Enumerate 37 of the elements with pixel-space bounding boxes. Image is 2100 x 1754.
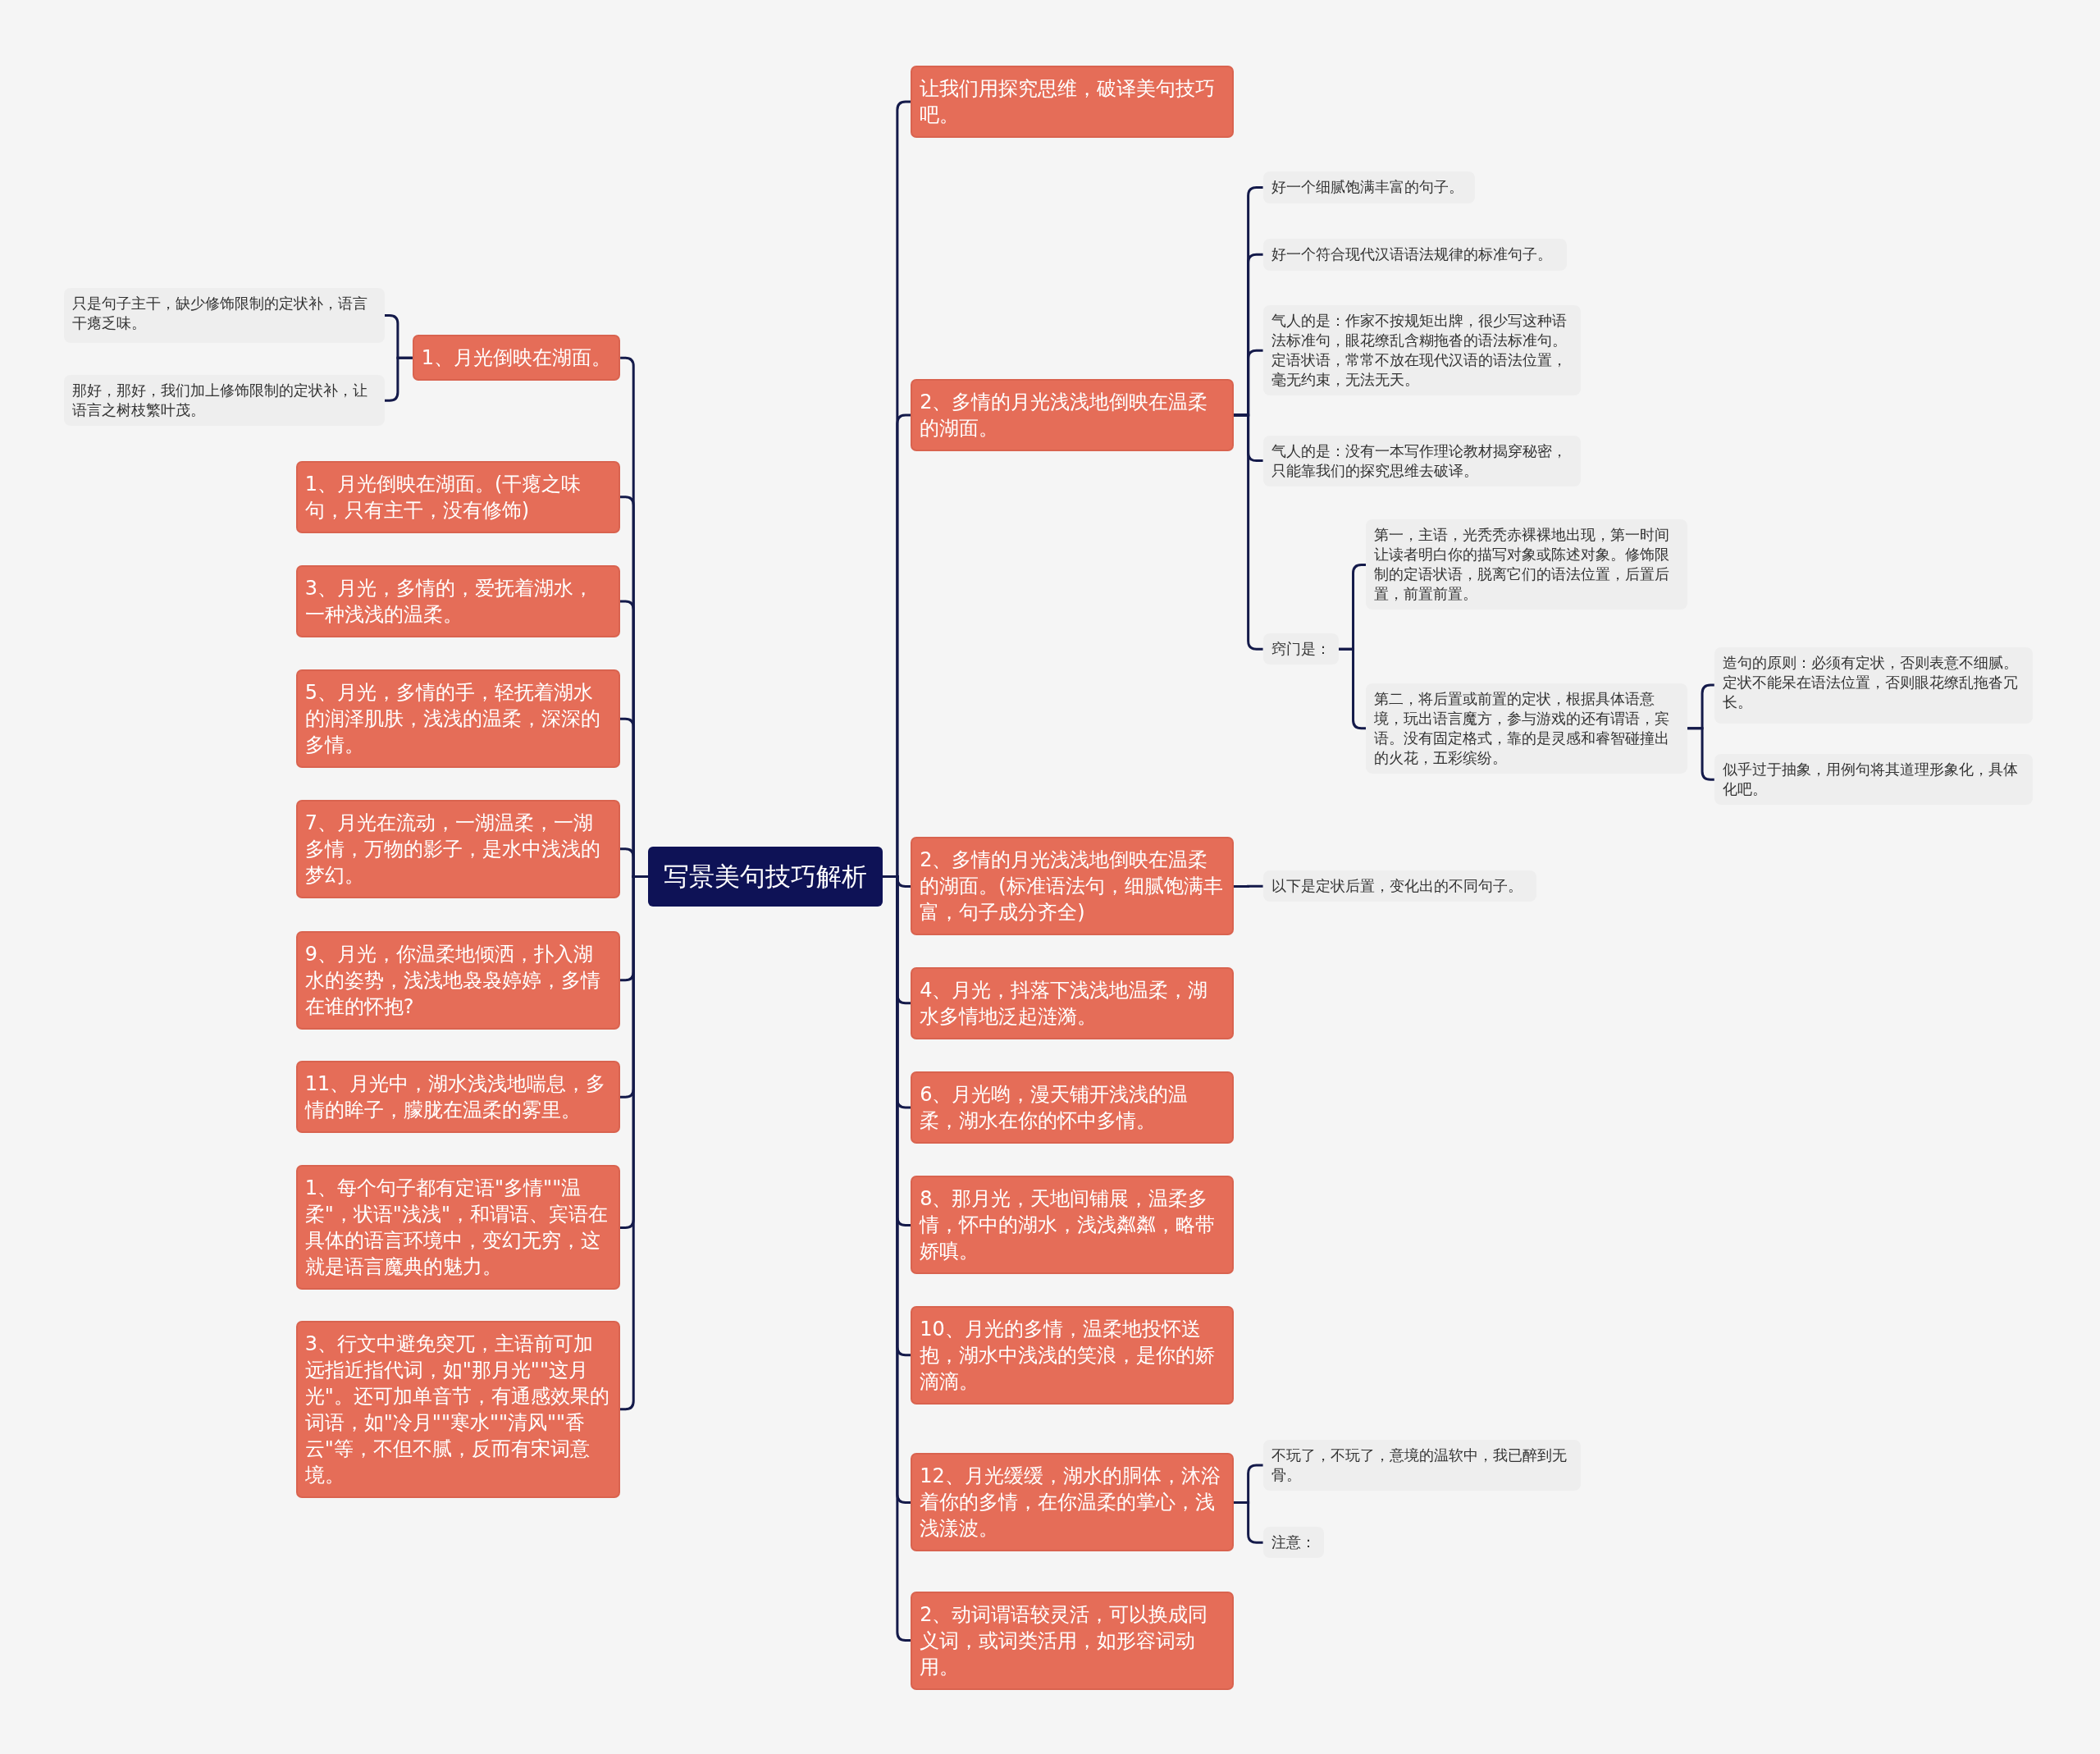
topic-box: 3、月光，多情的，爱抚着湖水，一种浅浅的温柔。	[295, 564, 620, 637]
note-box: 气人的是：没有一本写作理论教材揭穿秘密，只能靠我们的探究思维去破译。	[1262, 435, 1581, 486]
note-box: 不玩了，不玩了，意境的温软中，我已醉到无骨。	[1262, 1440, 1581, 1491]
topic-box: 5、月光，多情的手，轻抚着湖水的润泽肌肤，浅浅的温柔，深深的多情。	[295, 669, 620, 769]
connector	[1233, 884, 1263, 888]
topic-box: 让我们用探究思维，破译美句技巧吧。	[911, 66, 1234, 138]
note-box: 气人的是：作家不按规矩出牌，很少写这种语法标准句，眼花缭乱含糊拖沓的语法标准句。定语状语，常常不放在现代汉语的语法位置，毫无约束，无法无天。	[1262, 305, 1581, 396]
note-box: 只是句子主干，缺少修饰限制的定状补，语言干瘪乏味。	[64, 288, 385, 343]
topic-box: 10、月光的多情，温柔地投怀送抱，湖水中浅浅的笑浪，是你的娇滴滴。	[911, 1305, 1234, 1405]
note-box: 以下是定状后置，变化出的不同句子。	[1262, 870, 1536, 902]
note-box: 第二，将后置或前置的定状，根据具体语意境，玩出语言魔方，参与游戏的还有谓语，宾语。没有固定格式，靠的是灵感和睿智碰撞出的火花，五彩缤纷。	[1366, 683, 1688, 774]
topic-box: 1、月光倒映在湖面。	[412, 335, 621, 381]
topic-box: 2、动词谓语较灵活，可以换成同义词，或词类活用，如形容词动用。	[911, 1591, 1234, 1690]
topic-box: 1、每个句子都有定语"多情""温柔"，状语"浅浅"，和谓语、宾语在具体的语言环境中，变幻无穷，这就是语言魔典的魅力。	[295, 1165, 620, 1290]
note-box: 造句的原则：必须有定状，否则表意不细腻。定状不能呆在语法位置，否则眼花缭乱拖沓冗长。	[1714, 646, 2034, 724]
topic-box: 2、多情的月光浅浅地倒映在温柔的湖面。	[911, 379, 1234, 452]
topic-box: 7、月光在流动，一湖温柔，一湖多情，万物的影子，是水中浅浅的梦幻。	[295, 799, 620, 898]
topic-box: 11、月光中，湖水浅浅地喘息，多情的眸子，朦胧在温柔的雾里。	[295, 1061, 620, 1134]
note-box: 好一个符合现代汉语语法规律的标准句子。	[1262, 238, 1568, 271]
connector	[384, 356, 413, 402]
topic-box: 8、那月光，天地间铺展，温柔多情，怀中的湖水，浅浅粼粼，略带娇嗔。	[911, 1176, 1234, 1275]
note-box: 窍门是：	[1262, 633, 1339, 665]
topic-box: 12、月光缓缓，湖水的胴体，沐浴着你的多情，在你温柔的掌心，浅浅漾波。	[911, 1453, 1234, 1552]
topic-box: 4、月光，抖落下浅浅地温柔，湖水多情地泛起涟漪。	[911, 966, 1234, 1039]
note-box: 第一，主语，光秃秃赤裸裸地出现，第一时间让读者明白你的描写对象或陈述对象。修饰限制的定语状语，脱离它们的语法位置，后置后置，前置前置。	[1366, 519, 1688, 610]
topic-box: 9、月光，你温柔地倾洒，扑入湖水的姿势，浅浅地袅袅婷婷，多情在谁的怀抱?	[295, 930, 620, 1030]
note-box: 似乎过于抽象，用例句将其道理形象化，具体化吧。	[1714, 754, 2034, 806]
connector	[1233, 1500, 1263, 1544]
note-box: 好一个细腻饱满丰富的句子。	[1262, 171, 1475, 204]
connector	[1233, 413, 1263, 651]
topic-box: 3、行文中避免突兀，主语前可加远指近指代词，如"那月光""这月光"。还可加单音节，有通感效果的词语，如"冷月""寒水""清风""香云"等，不但不腻，反而有宋词意境。	[295, 1320, 620, 1498]
topic-box: 6、月光哟，漫天铺开浅浅的温柔，湖水在你的怀中多情。	[911, 1071, 1234, 1144]
note-box: 注意：	[1262, 1527, 1324, 1559]
topic-box: 1、月光倒映在湖面。(干瘪之味句，只有主干，没有修饰)	[295, 460, 620, 533]
topic-box: 2、多情的月光浅浅地倒映在温柔的湖面。(标准语法句，细腻饱满丰富，句子成分齐全)	[911, 837, 1234, 936]
central-topic-box: 写景美句技巧解析	[648, 846, 883, 907]
note-box: 那好，那好，我们加上修饰限制的定状补，让语言之树枝繁叶茂。	[64, 375, 385, 427]
